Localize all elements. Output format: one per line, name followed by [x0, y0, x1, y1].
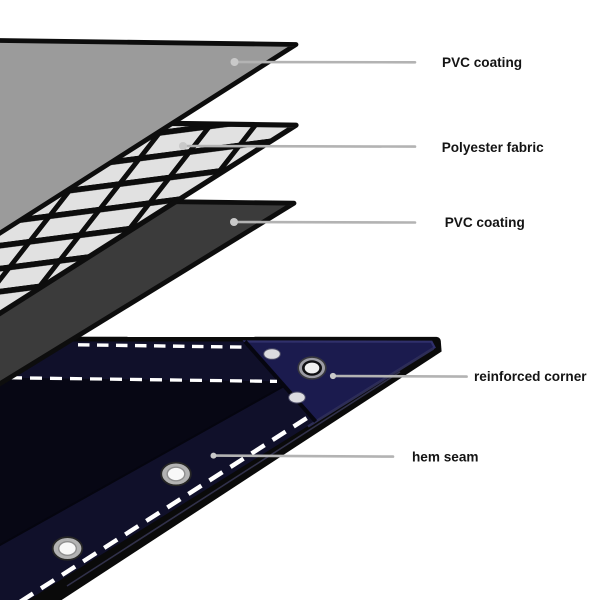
svg-text:PVC coating: PVC coating [442, 55, 522, 70]
svg-text:reinforced corner: reinforced corner [474, 369, 587, 384]
svg-text:PVC coating: PVC coating [445, 215, 525, 230]
svg-text:hem seam: hem seam [412, 449, 479, 464]
svg-text:Polyester fabric: Polyester fabric [442, 140, 544, 155]
